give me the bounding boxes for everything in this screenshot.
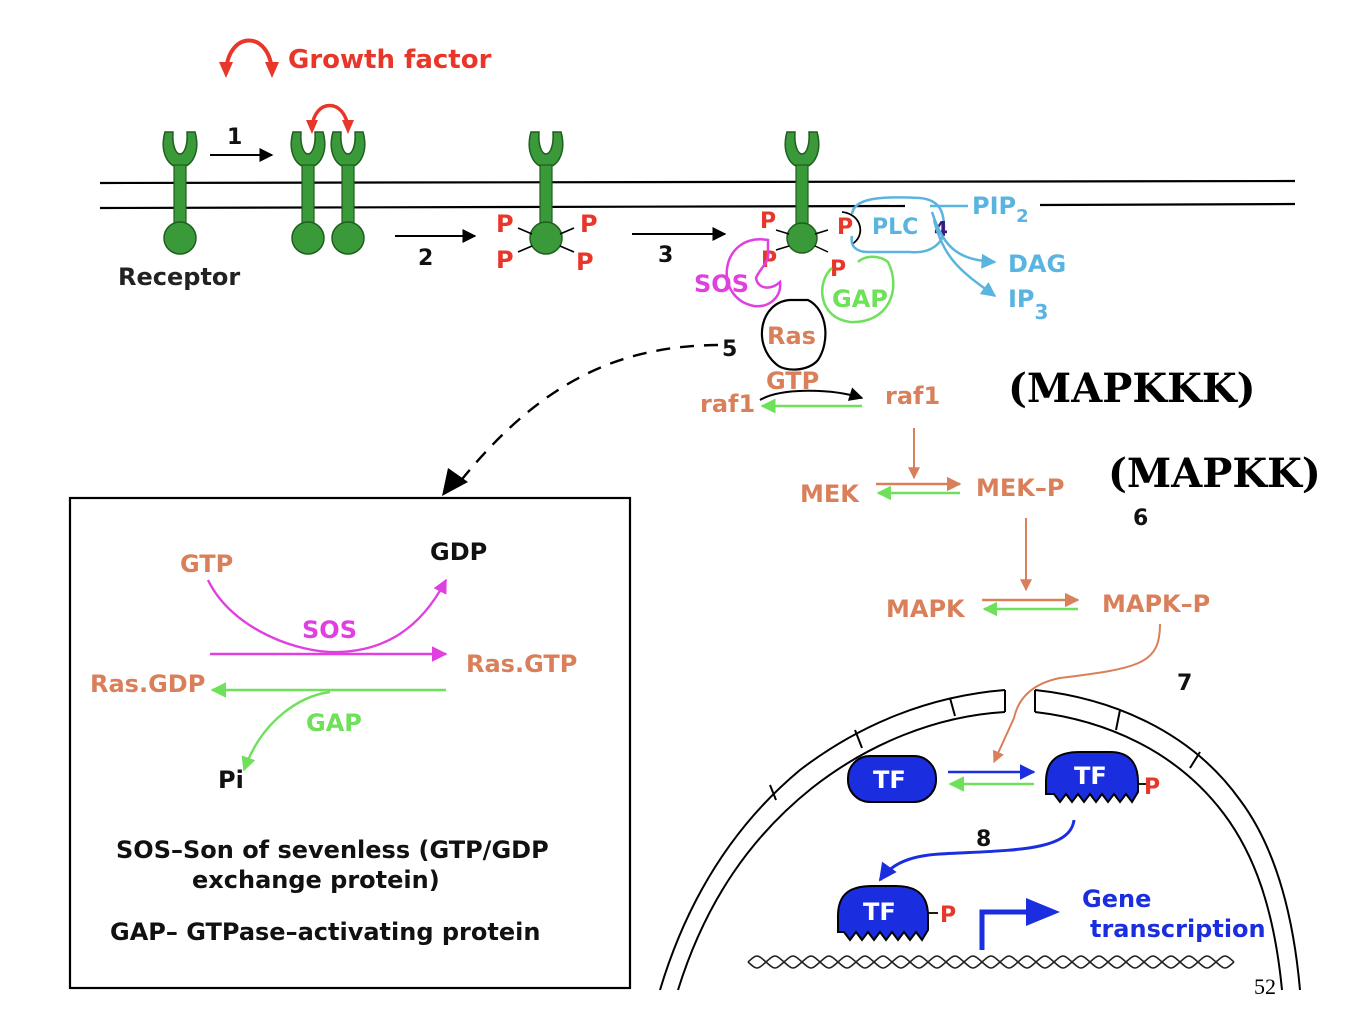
inset-sos-label: SOS <box>302 616 357 644</box>
mek-p-label: MEK–P <box>976 474 1064 502</box>
step-6-label: 6 <box>1133 506 1148 531</box>
gtpase-cycle-inset <box>68 496 632 990</box>
phosphate-label: P <box>580 210 598 238</box>
phosphate-label: P <box>760 209 776 234</box>
tf-inactive-label: TF <box>873 766 906 794</box>
tf-dna-bound-shape <box>837 885 929 942</box>
inset-pi-release-arrow <box>241 690 331 772</box>
inset-pi-label: Pi <box>218 766 244 794</box>
growth-factor-label: Growth factor <box>288 45 492 75</box>
tf-active-shape <box>1045 751 1139 804</box>
ras-protein-shape <box>760 298 827 371</box>
raf1-inactive-label: raf1 <box>700 390 755 418</box>
mapk-p-label: MAPK–P <box>1102 590 1210 618</box>
legend-sos-line1: SOS–Son of sevenless (GTP/GDP <box>116 836 549 864</box>
step-3-label: 3 <box>658 243 673 268</box>
phosphate-label: P <box>496 210 514 238</box>
ip3-label: IP3 <box>1008 285 1048 324</box>
sos-protein-shape <box>725 238 782 308</box>
phosphate-label: P <box>830 257 846 282</box>
dna-helix <box>747 955 1235 969</box>
receptor-label: Receptor <box>118 263 240 291</box>
gap-protein-shape <box>820 255 895 324</box>
mapk-label: MAPK <box>886 595 966 623</box>
transcription-label: transcription <box>1090 915 1266 943</box>
phosphorylated-receptor <box>517 131 575 255</box>
inset-ras-gtp-label: Ras.GTP <box>466 650 577 678</box>
tf-active-label: TF <box>1074 762 1107 790</box>
ras-label: Ras <box>767 322 816 350</box>
phosphate-label: P <box>496 246 514 274</box>
tf-dna-bound-label: TF <box>863 898 896 926</box>
mapkk-label: (MAPKK) <box>1108 450 1321 497</box>
receptor-monomer <box>162 131 198 255</box>
inset-gtp-label: GTP <box>180 550 233 578</box>
step-5-dashed-arrow <box>454 343 719 489</box>
dag-label: DAG <box>1008 250 1066 278</box>
inset-sos-exchange-arrow <box>206 578 448 654</box>
mek-label: MEK <box>800 480 860 508</box>
raf1-active-label: raf1 <box>885 382 940 410</box>
legend-sos-line2: exchange protein) <box>192 866 440 894</box>
phosphate-label: P <box>837 215 853 240</box>
mapkkk-label: (MAPKKK) <box>1008 365 1256 412</box>
plc-protein-shape <box>850 196 946 254</box>
phosphate-label: P <box>576 248 594 276</box>
plc-label: PLC <box>872 215 918 240</box>
legend-gap: GAP– GTPase–activating protein <box>110 918 540 946</box>
inset-ras-gdp-label: Ras.GDP <box>90 670 205 698</box>
phosphate-label: P <box>761 248 777 273</box>
transcription-start-arrow <box>979 898 1060 950</box>
pip2-label: PIP2 <box>972 192 1029 227</box>
sos-label: SOS <box>694 270 749 298</box>
ip3-arrow <box>932 219 997 298</box>
receptor-dimer <box>290 131 366 255</box>
page-number: 52 <box>1254 974 1276 999</box>
gap-label: GAP <box>832 285 888 313</box>
step-7-label: 7 <box>1177 671 1192 696</box>
mapk-nuclear-translocation-arrow <box>993 623 1161 764</box>
step-5-label: 5 <box>722 337 737 362</box>
inset-gap-label: GAP <box>306 709 362 737</box>
step-2-label: 2 <box>418 246 433 271</box>
step-8-arrow <box>878 819 1076 882</box>
tf-phosphate-label: P <box>1144 775 1160 800</box>
step-1-label: 1 <box>227 125 242 150</box>
gene-label: Gene <box>1082 885 1151 913</box>
growth-factor-icon <box>219 38 279 78</box>
tf-inactive-shape <box>847 755 937 803</box>
nuclear-envelope <box>659 689 1301 991</box>
tf-dna-bound-phosphate-label: P <box>940 903 956 928</box>
ligand-binding-icon <box>306 103 354 134</box>
plasma-membrane <box>99 179 1296 210</box>
inset-gdp-label: GDP <box>430 538 487 566</box>
step-8-label: 8 <box>976 827 991 852</box>
raf1-activation-arrow <box>759 387 864 401</box>
active-receptor-complex <box>775 131 829 254</box>
